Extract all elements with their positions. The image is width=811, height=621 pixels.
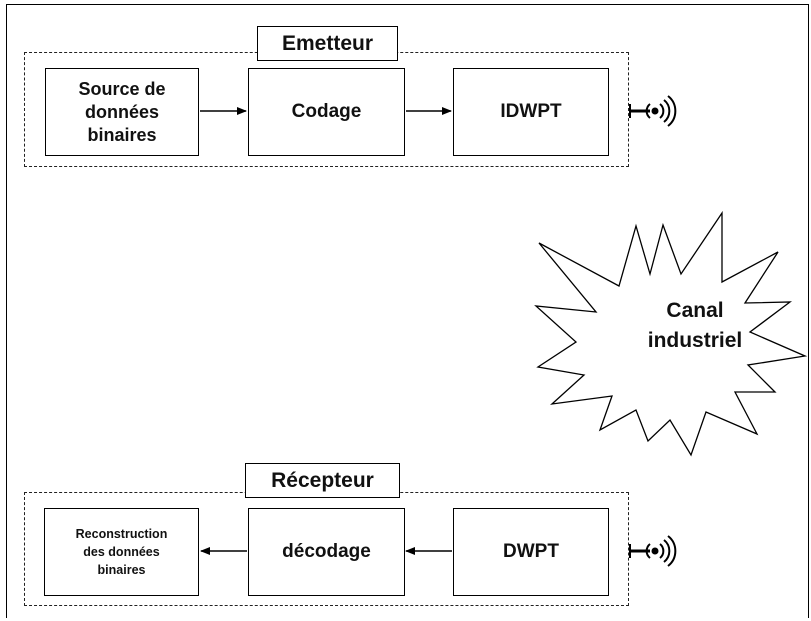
emitter-title: Emetteur	[257, 26, 398, 61]
reconstruction-block: Reconstruction des données binaires	[44, 508, 199, 596]
channel-starburst	[534, 210, 808, 457]
antenna-icon	[629, 535, 677, 567]
dwpt-block: DWPT	[453, 508, 609, 596]
idwpt-block: IDWPT	[453, 68, 609, 156]
receiver-title: Récepteur	[245, 463, 400, 498]
codage-block: Codage	[248, 68, 405, 156]
diagram-frame	[6, 4, 809, 618]
decodage-block: décodage	[248, 508, 405, 596]
antenna-icon	[629, 95, 677, 127]
source-block: Source de données binaires	[45, 68, 199, 156]
channel-label: Canal industriel	[647, 299, 743, 352]
